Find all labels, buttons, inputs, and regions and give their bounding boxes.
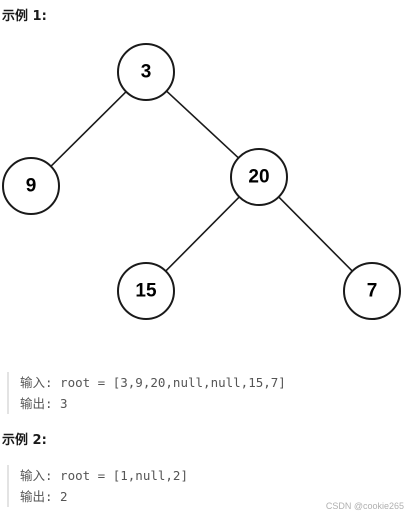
example-2-code-block: 输入: root = [1,null,2] 输出: 2 <box>7 465 380 507</box>
example-1-code-block: 输入: root = [3,9,20,null,null,15,7] 输出: 3 <box>7 372 380 414</box>
binary-tree-diagram: 3 9 20 15 7 <box>2 43 401 320</box>
tree-node-label: 7 <box>367 281 378 302</box>
tree-node-label: 9 <box>26 176 37 197</box>
example-1-output: 输出: 3 <box>20 396 68 411</box>
tree-node-label: 3 <box>141 62 152 83</box>
tree-node-label: 15 <box>135 281 157 302</box>
tree-edge-n20-n7 <box>278 196 353 272</box>
example-2-input: 输入: root = [1,null,2] <box>20 468 188 483</box>
tree-node-15: 15 <box>117 262 175 320</box>
example-1-heading: 示例 1: <box>2 9 47 24</box>
tree-node-label: 20 <box>248 167 269 188</box>
tree-nodes: 3 9 20 15 7 <box>2 43 401 320</box>
example-1-input: 输入: root = [3,9,20,null,null,15,7] <box>20 375 286 390</box>
tree-node-circle <box>343 262 401 320</box>
tree-node-9: 9 <box>2 157 60 215</box>
example-2-output: 输出: 2 <box>20 489 68 504</box>
tree-node-circle <box>117 43 175 101</box>
tree-node-circle <box>230 148 288 206</box>
tree-edge-n20-n15 <box>165 196 240 272</box>
watermark: CSDN @cookie265 <box>325 501 404 511</box>
tree-edges <box>50 90 353 272</box>
tree-edge-n3-n9 <box>50 91 127 167</box>
tree-node-7: 7 <box>343 262 401 320</box>
tree-edge-n3-n20 <box>165 90 240 159</box>
tree-node-3: 3 <box>117 43 175 101</box>
tree-node-20: 20 <box>230 148 288 206</box>
tree-node-circle <box>117 262 175 320</box>
example-2-heading: 示例 2: <box>2 433 47 448</box>
tree-node-circle <box>2 157 60 215</box>
